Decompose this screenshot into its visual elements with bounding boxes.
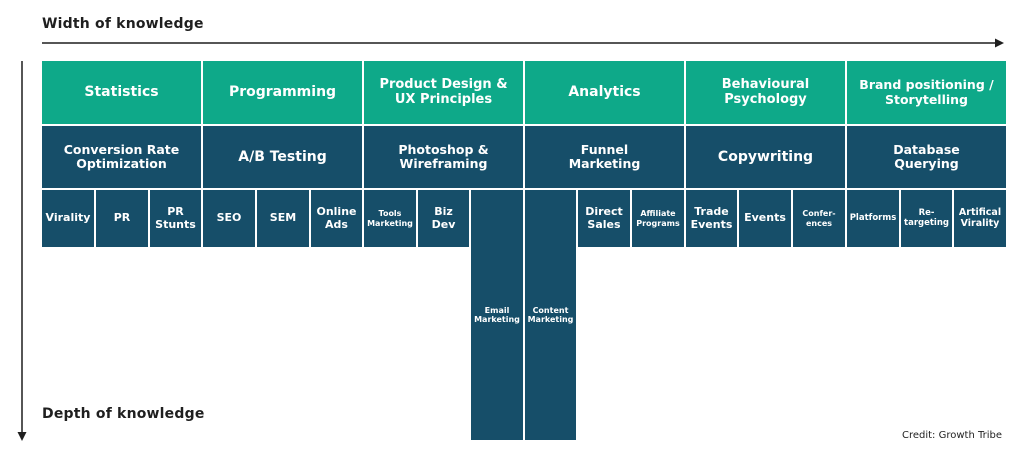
width-axis-label: Width of knowledge bbox=[42, 16, 204, 32]
skill-copywriting: Copywriting bbox=[686, 126, 845, 188]
skill-conversion-rate-optimization: Conversion Rate Optimization bbox=[42, 126, 201, 188]
skill-pr-stunts: PR Stunts bbox=[150, 190, 201, 247]
skill-affiliate-programs: Affiliate Programs bbox=[632, 190, 684, 247]
skill-trade-events: Trade Events bbox=[686, 190, 737, 247]
skill-funnel-marketing: Funnel Marketing bbox=[525, 126, 684, 188]
skill-sem: SEM bbox=[257, 190, 309, 247]
skill-biz-dev: Biz Dev bbox=[418, 190, 469, 247]
skill-statistics: Statistics bbox=[42, 61, 201, 124]
skill-programming: Programming bbox=[203, 61, 362, 124]
skill-platforms: Platforms bbox=[847, 190, 899, 247]
skill-tools-marketing: Tools Marketing bbox=[364, 190, 416, 247]
skill-retargeting: Re- targeting bbox=[901, 190, 952, 247]
width-arrow-head bbox=[995, 38, 1004, 48]
skill-conferences: Confer- ences bbox=[793, 190, 845, 247]
depth-arrow-head bbox=[17, 432, 27, 441]
skill-photoshop-wireframing: Photoshop & Wireframing bbox=[364, 126, 523, 188]
skill-email-marketing: Email Marketing bbox=[471, 190, 523, 440]
skill-online-ads: Online Ads bbox=[311, 190, 362, 247]
skill-seo: SEO bbox=[203, 190, 255, 247]
skill-behavioural-psychology: Behavioural Psychology bbox=[686, 61, 845, 124]
credit-text: Credit: Growth Tribe bbox=[901, 430, 1002, 441]
skill-brand-positioning: Brand positioning / Storytelling bbox=[847, 61, 1006, 124]
depth-axis-label: Depth of knowledge bbox=[42, 406, 205, 422]
skill-database-querying: Database Querying bbox=[847, 126, 1006, 188]
skill-virality: Virality bbox=[42, 190, 94, 247]
skill-analytics: Analytics bbox=[525, 61, 684, 124]
skill-product-design: Product Design & UX Principles bbox=[364, 61, 523, 124]
skill-events: Events bbox=[739, 190, 791, 247]
skill-content-marketing: Content Marketing bbox=[525, 190, 576, 440]
skill-pr: PR bbox=[96, 190, 148, 247]
skill-ab-testing: A/B Testing bbox=[203, 126, 362, 188]
skill-artifical-virality: Artifical Virality bbox=[954, 190, 1006, 247]
skill-direct-sales: Direct Sales bbox=[578, 190, 630, 247]
